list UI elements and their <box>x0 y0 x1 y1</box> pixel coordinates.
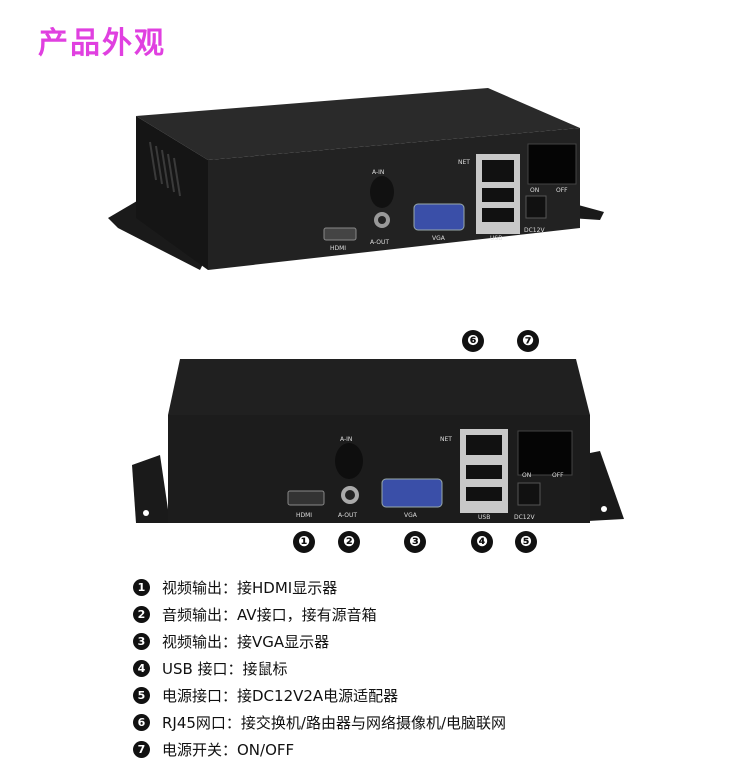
legend-item: 2 音频输出：AV接口，接有源音箱 <box>133 601 506 628</box>
off-label-2: OFF <box>552 472 564 479</box>
a-in-label-2: A-IN <box>340 436 352 443</box>
legend-text: 电源开关：ON/OFF <box>162 741 295 759</box>
legend-text: 视频输出：接HDMI显示器 <box>162 579 338 597</box>
legend-number: 5 <box>133 687 150 704</box>
a-in-label: A-IN <box>372 169 384 176</box>
legend-item: 6 RJ45网口：接交换机/路由器与网络摄像机/电脑联网 <box>133 709 506 736</box>
hdmi-label-2: HDMI <box>296 512 312 519</box>
legend-number: 2 <box>133 606 150 623</box>
on-label: ON <box>530 187 539 194</box>
legend-text: 音频输出：AV接口，接有源音箱 <box>162 606 377 624</box>
usb-label-2: USB <box>478 514 490 521</box>
legend-item: 5 电源接口：接DC12V2A电源适配器 <box>133 682 506 709</box>
legend-number: 4 <box>133 660 150 677</box>
legend-text: RJ45网口：接交换机/路由器与网络摄像机/电脑联网 <box>162 714 507 732</box>
callout-3: ❸ <box>404 531 426 553</box>
a-out-label-2: A-OUT <box>338 512 357 519</box>
device-photo-front: HDMI A-IN A-OUT VGA NET USB DC12V ON OFF <box>132 359 624 523</box>
callout-2: ❷ <box>338 531 360 553</box>
net-label: NET <box>458 159 470 166</box>
callout-4: ❹ <box>471 531 493 553</box>
a-out-label: A-OUT <box>370 239 389 246</box>
callout-7: ❼ <box>517 330 539 352</box>
off-label: OFF <box>556 187 568 194</box>
page-title: 产品外观 <box>38 26 166 61</box>
legend-item: 1 视频输出：接HDMI显示器 <box>133 574 506 601</box>
legend-number: 3 <box>133 633 150 650</box>
vga-label: VGA <box>432 235 446 242</box>
on-label-2: ON <box>522 472 531 479</box>
legend-text: USB 接口：接鼠标 <box>162 660 288 678</box>
dc-label-2: DC12V <box>514 514 535 521</box>
legend-number: 6 <box>133 714 150 731</box>
usb-label: USB <box>490 235 502 242</box>
legend-text: 视频输出：接VGA显示器 <box>162 633 330 651</box>
callout-1: ❶ <box>293 531 315 553</box>
dc-label: DC12V <box>524 227 545 234</box>
callout-5: ❺ <box>515 531 537 553</box>
vga-label-2: VGA <box>404 512 418 519</box>
legend-number: 1 <box>133 579 150 596</box>
net-label-2: NET <box>440 436 452 443</box>
legend-item: 3 视频输出：接VGA显示器 <box>133 628 506 655</box>
hdmi-label: HDMI <box>330 245 346 252</box>
legend-item: 4 USB 接口：接鼠标 <box>133 655 506 682</box>
legend-number: 7 <box>133 741 150 758</box>
legend-list: 1 视频输出：接HDMI显示器 2 音频输出：AV接口，接有源音箱 3 视频输出：接V… <box>133 574 506 763</box>
legend-text: 电源接口：接DC12V2A电源适配器 <box>162 687 399 705</box>
device-photo-angled: HDMI A-IN A-OUT VGA NET USB DC12V ON OFF <box>108 88 604 270</box>
legend-item: 7 电源开关：ON/OFF <box>133 736 506 763</box>
callout-6: ❻ <box>462 330 484 352</box>
